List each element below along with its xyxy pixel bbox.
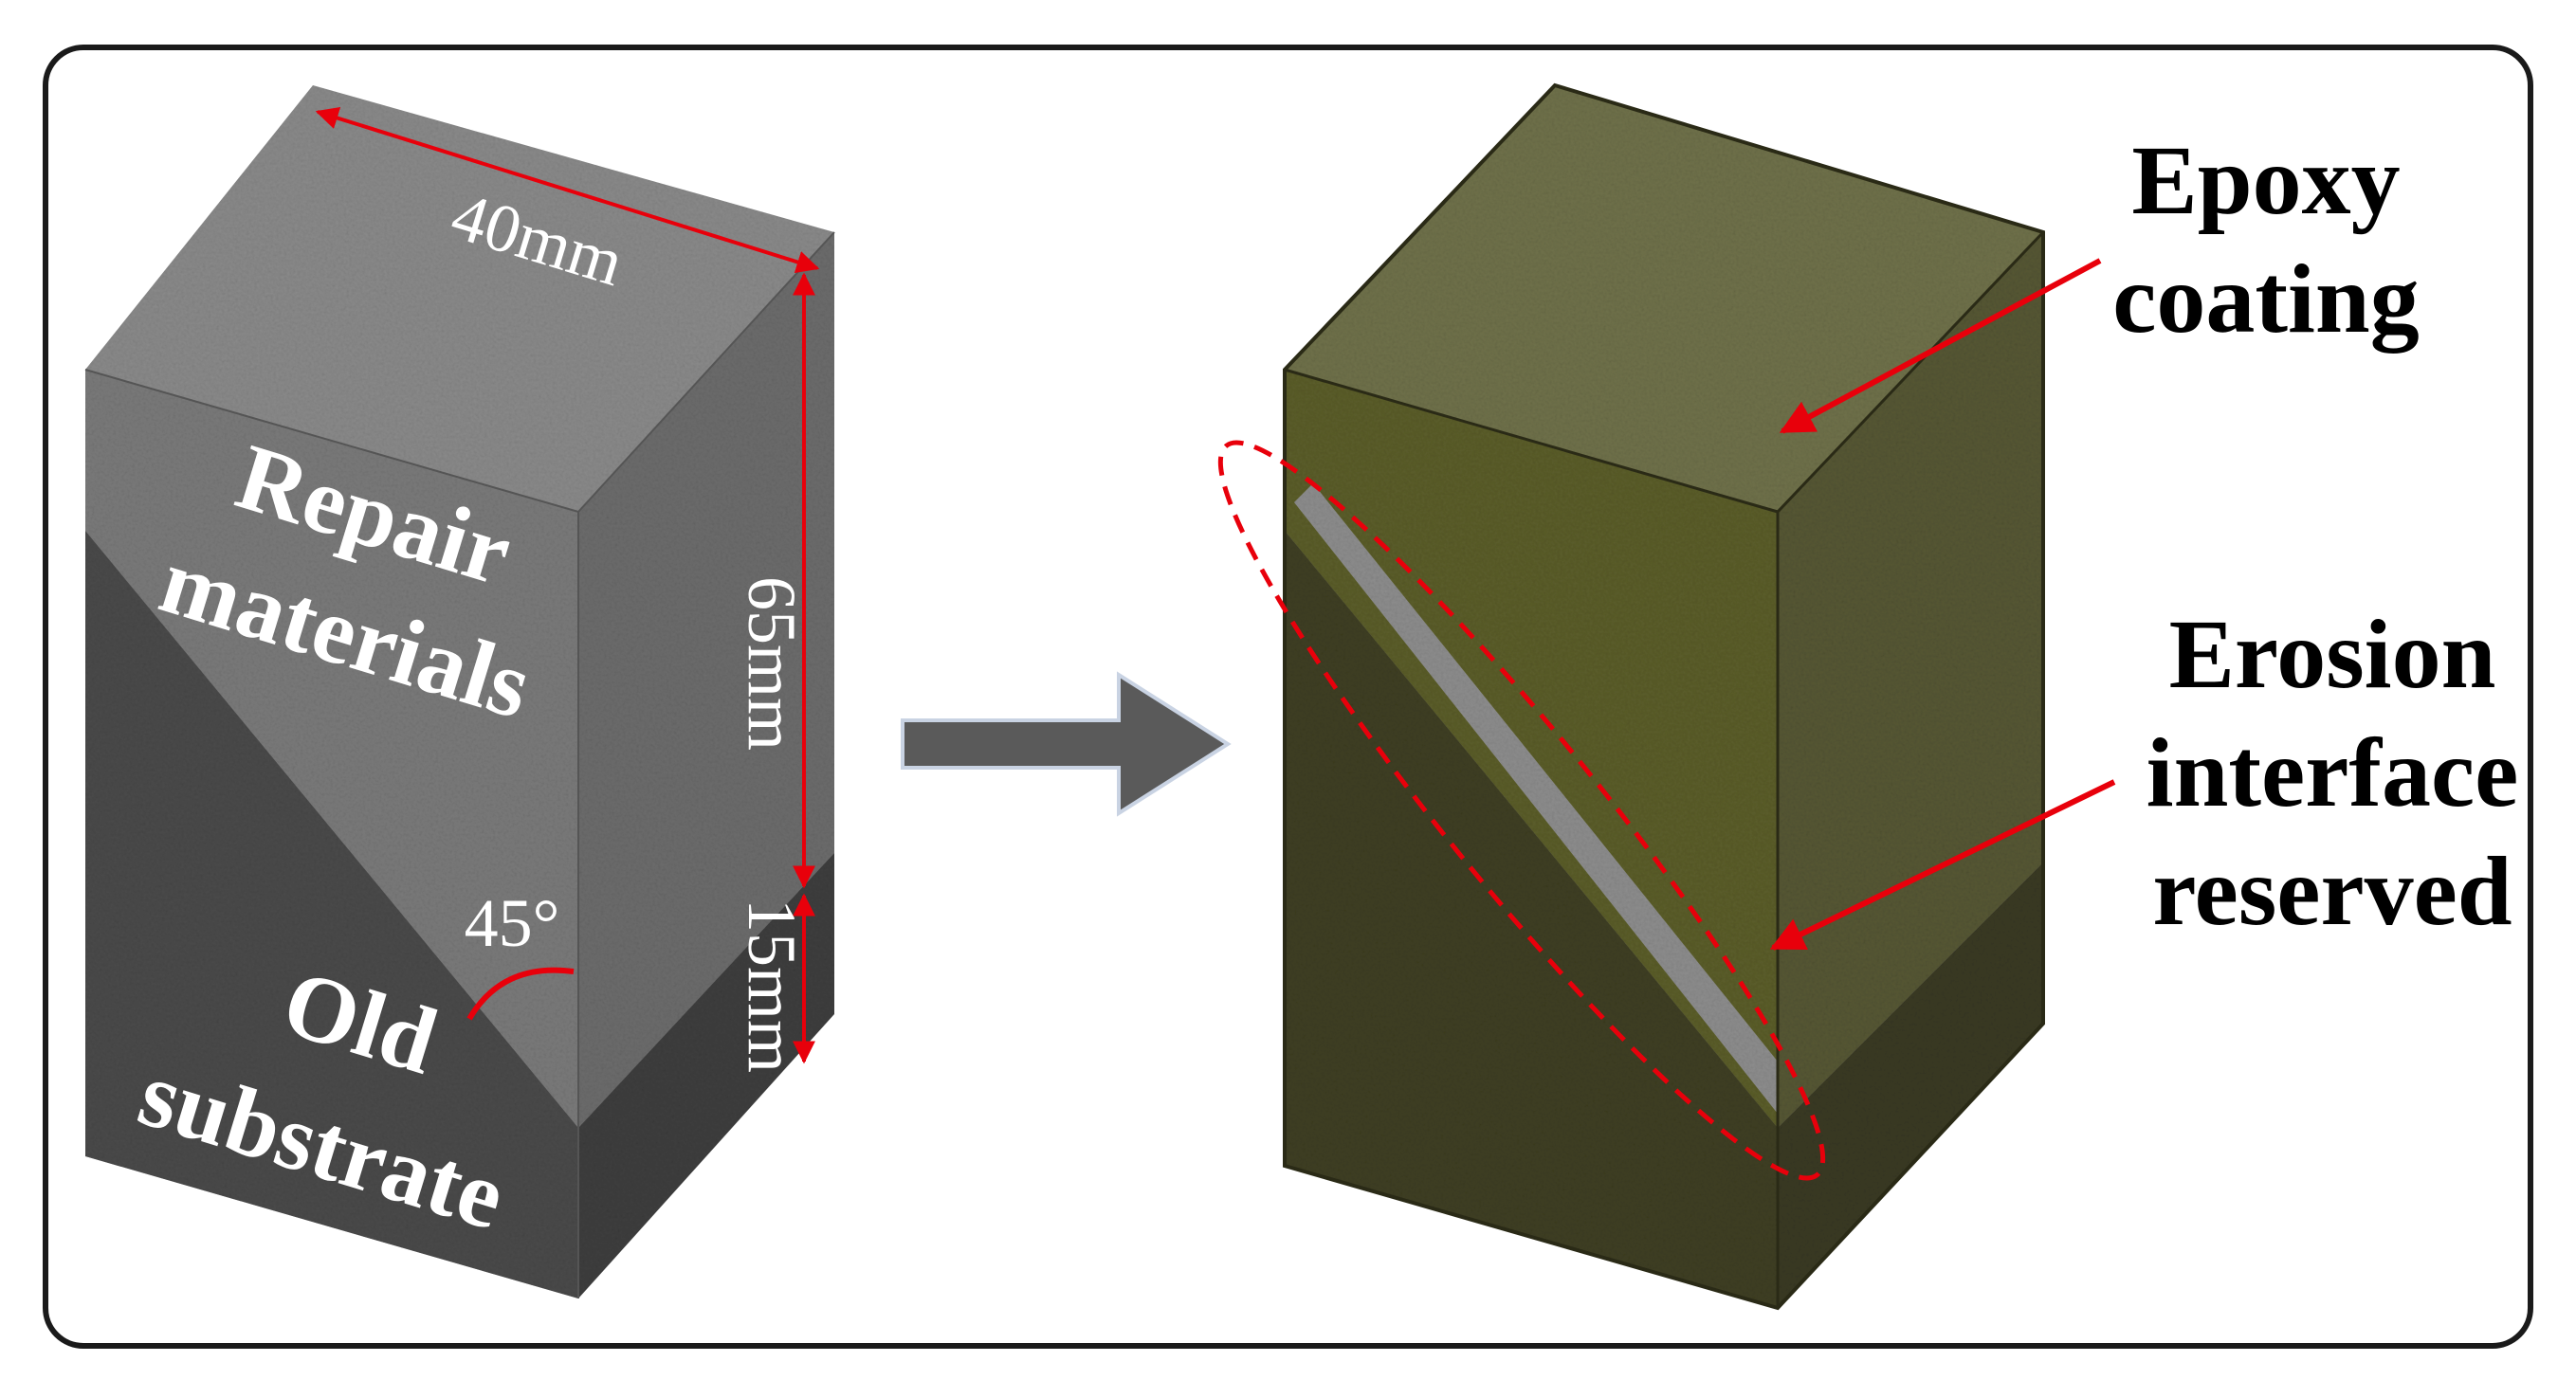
angle-arc	[466, 967, 575, 1021]
left-side-repair-face	[578, 232, 834, 1128]
erosion-interface-strip	[1294, 483, 1778, 1114]
height-bottom-dimension-label: 15mm	[734, 899, 810, 1073]
erosion-label-line2: interface	[2147, 718, 2519, 827]
left-front-substrate-face	[85, 531, 578, 1298]
process-arrow	[901, 671, 1232, 817]
right-side-face	[1778, 232, 2043, 1128]
width-dimension-arrow	[315, 107, 820, 273]
height-top-dimension-label: 65mm	[734, 576, 810, 751]
interface-highlight-ellipse	[1217, 440, 1826, 1181]
right-front-substrate	[1285, 531, 1778, 1308]
right-side-substrate	[1778, 862, 2043, 1308]
epoxy-callout-arrow	[1779, 258, 2102, 434]
left-side-substrate-face	[578, 853, 834, 1298]
right-top-face	[1285, 85, 2043, 512]
erosion-callout-arrow	[1769, 779, 2116, 951]
erosion-label-line3: reserved	[2152, 837, 2512, 946]
epoxy-label-line2: coating	[2112, 245, 2420, 354]
right-specimen-block	[1283, 82, 2045, 1311]
angle-label: 45°	[465, 885, 560, 961]
erosion-label-line1: Erosion	[2169, 600, 2496, 709]
epoxy-label-line1: Epoxy	[2131, 126, 2400, 235]
left-specimen-block	[84, 85, 835, 1298]
